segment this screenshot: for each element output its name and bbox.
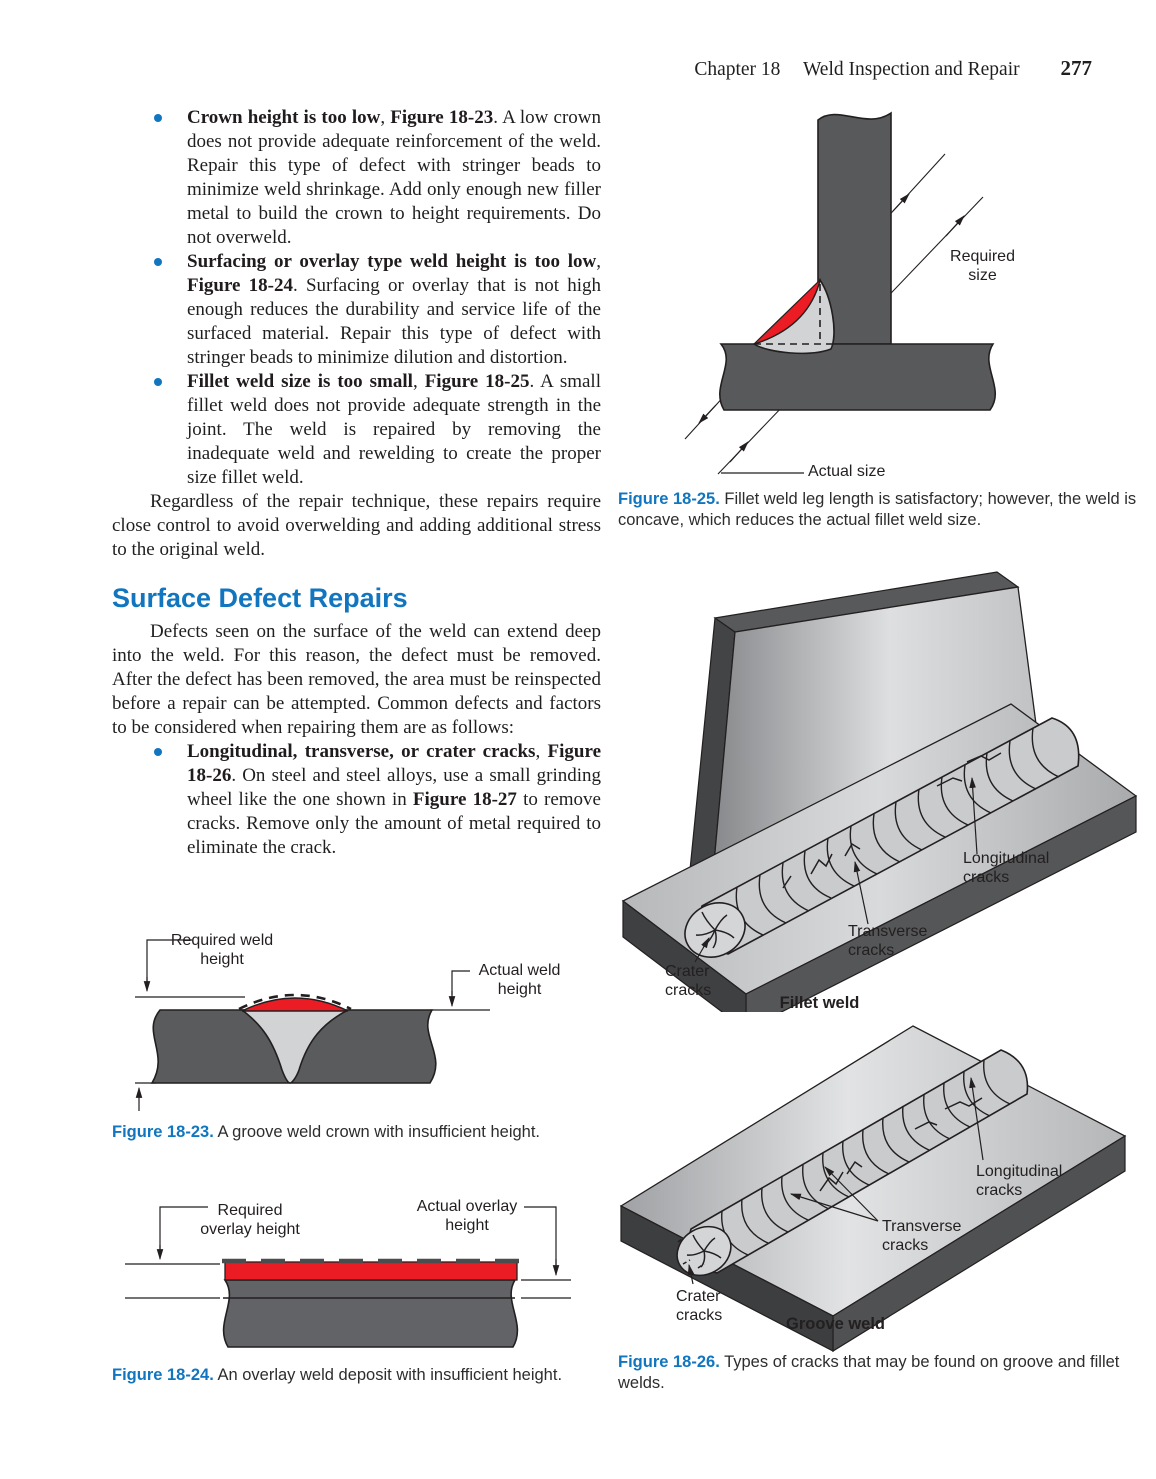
missing-overlay-red <box>224 1261 518 1281</box>
slab-left-face <box>620 1205 834 1352</box>
required-weld-height-label: Required weld height <box>170 932 274 968</box>
bullet-dot <box>154 378 162 386</box>
caption-text: Fillet weld leg length is satisfactory; … <box>618 490 1137 529</box>
caption-lead: Figure 18-25. <box>618 490 720 508</box>
actual-overlay-pointer <box>524 1206 560 1277</box>
bullet-bold-lead: Crown height is too low <box>187 107 381 128</box>
fillet-weld-cracks-diagram <box>621 571 1138 1012</box>
paragraph-regardless: Regardless of the repair technique, thes… <box>112 491 601 560</box>
fillet-longitudinal-cracks-label: Longitudinal cracks <box>963 850 1050 886</box>
figure-18-25-caption: Figure 18-25. Fillet weld leg length is … <box>618 489 1150 531</box>
bullet-fillet-size: Fillet weld size is too small, Figure 18… <box>112 370 601 490</box>
crack-marks <box>782 752 1002 889</box>
label-leaders <box>687 1076 984 1285</box>
left-column: Crown height is too low, Figure 18-23. A… <box>112 106 601 860</box>
actual-size-label: Actual size <box>808 463 886 480</box>
bullet-cracks: Longitudinal, transverse, or crater crac… <box>112 740 601 860</box>
figure-reference: Figure 18-23 <box>390 107 494 128</box>
groove-longitudinal-cracks-label: Longitudinal cracks <box>976 1163 1063 1199</box>
figure-18-24: Required overlay height Actual overlay h… <box>112 1195 601 1410</box>
weld-ripples <box>735 727 1060 936</box>
bullet-text: to remove cracks. Remove only the amount… <box>187 789 601 858</box>
crater-crack-star <box>677 1234 722 1269</box>
paragraph-defects: Defects seen on the surface of the weld … <box>112 621 601 738</box>
missing-crown-red <box>241 997 349 1012</box>
caption-text: A groove weld crown with insufficient he… <box>213 1123 541 1141</box>
figure-18-23-caption: Figure 18-23. A groove weld crown with i… <box>112 1122 601 1143</box>
required-fillet-dashed-triangle <box>754 284 832 345</box>
caption-lead: Figure 18-26. <box>618 1353 720 1371</box>
figure-18-25: Required size Actual size <box>618 92 1150 488</box>
bullet-bold-lead: Surfacing or overlay type weld height is… <box>187 251 597 272</box>
bullet-text: . Surfacing or overlay that is not high … <box>187 275 601 368</box>
groove-weld-crown-diagram <box>135 939 490 1111</box>
bullet-text: , <box>596 251 601 272</box>
chapter-label: Chapter 18 <box>694 59 781 80</box>
weld-metal <box>239 1009 349 1084</box>
figure-reference: Figure 18-27 <box>412 789 517 810</box>
base-front-face <box>745 795 1137 1012</box>
bullet-overlay-height: Surfacing or overlay type weld height is… <box>112 250 601 370</box>
groove-weld-subcaption: Groove weld <box>785 1315 886 1333</box>
required-height-pointer <box>143 939 192 993</box>
bullet-bold-lead: Longitudinal, transverse, or crater crac… <box>187 741 536 762</box>
page-number: 277 <box>1060 56 1093 80</box>
bullet-text: . On steel and steel alloys, use a small… <box>187 765 601 810</box>
bullet-crown-height: Crown height is too low, Figure 18-23. A… <box>112 106 601 250</box>
required-size-label: Required size <box>950 248 1015 284</box>
bullet-bold-lead: Fillet weld size is too small <box>187 371 413 392</box>
fillet-transverse-cracks-label: Transverse cracks <box>848 923 928 959</box>
page-header: Chapter 18 Weld Inspection and Repair 27… <box>694 56 1092 81</box>
figure-18-24-caption: Figure 18-24. An overlay weld deposit wi… <box>112 1365 601 1386</box>
base-plate <box>222 1279 519 1348</box>
actual-weld-height-label: Actual weld height <box>478 962 561 998</box>
required-crown-profile-dashed <box>238 993 352 1011</box>
caption-lead: Figure 18-24. <box>112 1366 214 1384</box>
bullet-text: , <box>380 107 391 128</box>
figure-18-26-caption: Figure 18-26. Types of cracks that may b… <box>618 1352 1150 1394</box>
bullet-text: . A small fillet weld does not provide a… <box>187 371 601 488</box>
chapter-title: Weld Inspection and Repair <box>802 59 1020 80</box>
vertical-plate <box>817 111 892 345</box>
actual-height-pointer <box>448 970 470 1008</box>
overlay-weld-diagram <box>125 1206 571 1348</box>
caption-lead: Figure 18-23. <box>112 1123 214 1141</box>
bullet-dot <box>154 114 162 122</box>
figure-18-26: Longitudinal cracks Transverse cracks Cr… <box>615 556 1152 1356</box>
caption-text: Types of cracks that may be found on gro… <box>618 1353 1120 1392</box>
bullet-text: , <box>412 371 425 392</box>
groove-transverse-cracks-label: Transverse cracks <box>882 1218 962 1254</box>
caption-text: An overlay weld deposit with insufficien… <box>213 1366 563 1384</box>
figure-18-23: Required weld height Actual weld height … <box>112 925 601 1180</box>
bullet-text: . A low crown does not provide adequate … <box>187 107 602 248</box>
groove-weld-cracks-diagram <box>619 1025 1127 1353</box>
bullet-dot <box>154 748 162 756</box>
label-leaders <box>694 776 978 963</box>
crack-marks <box>819 1097 983 1192</box>
fillet-weld-subcaption: Fillet weld <box>779 994 860 1012</box>
fillet-crater-cracks-label: Crater cracks <box>665 963 712 999</box>
horizontal-plate <box>719 343 996 411</box>
dimension-arrows <box>698 193 965 474</box>
section-heading: Surface Defect Repairs <box>112 583 408 613</box>
bullet-text: , <box>535 741 548 762</box>
fillet-weld-size-diagram <box>684 111 996 475</box>
actual-overlay-height-label: Actual overlay height <box>416 1198 518 1234</box>
bullet-dot <box>154 258 162 266</box>
required-overlay-pointer <box>156 1206 208 1261</box>
missing-weld-red <box>753 278 822 345</box>
figure-reference: Figure 18-25 <box>424 371 530 392</box>
base-left-face <box>622 899 747 1012</box>
figure-reference: Figure 18-24 <box>187 275 293 296</box>
groove-crater-cracks-label: Crater cracks <box>676 1288 723 1324</box>
figure-reference: Figure 18-26 <box>187 741 602 786</box>
required-overlay-height-label: Required overlay height <box>200 1202 300 1238</box>
